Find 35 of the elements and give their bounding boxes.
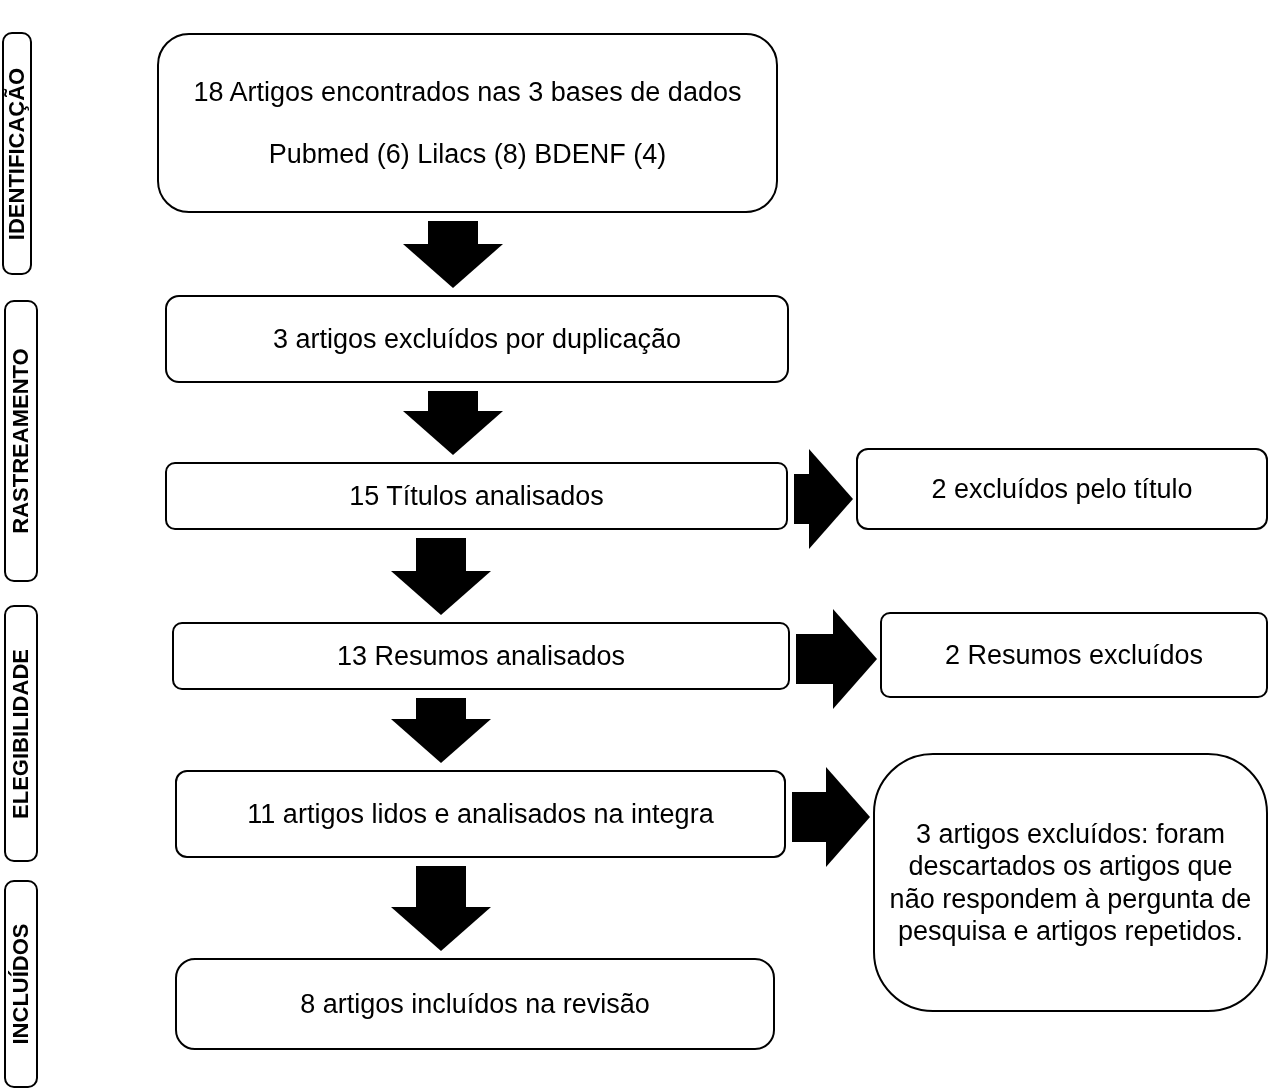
process-box	[873, 753, 1268, 1012]
box-text: ELEGIBILIDADE	[7, 648, 34, 819]
block-arrow	[794, 449, 853, 549]
process-box	[165, 295, 789, 383]
box-text: 18 Artigos encontrados nas 3 bases de dados	[193, 75, 742, 108]
block-arrow	[403, 391, 503, 455]
box-text: 15 Títulos analisados	[349, 479, 604, 513]
box-text: 13 Resumos analisados	[336, 639, 626, 673]
stage-label-box	[2, 32, 32, 275]
process-box	[157, 33, 778, 213]
block-arrow	[792, 767, 870, 867]
process-box	[880, 612, 1268, 698]
stage-label-box	[4, 300, 38, 582]
process-box	[172, 622, 790, 690]
block-arrow	[796, 609, 877, 709]
box-text: 3 artigos excluídos por duplicação	[272, 322, 682, 356]
box-text: 11 artigos lidos e analisados na integra	[247, 797, 714, 831]
box-text: RASTREAMENTO	[7, 348, 34, 534]
stage-label-box	[4, 880, 38, 1088]
box-text: IDENTIFICAÇÃO	[3, 67, 30, 240]
box-text: 2 Resumos excluídos	[944, 638, 1204, 672]
box-text: Pubmed (6) Lilacs (8) BDENF (4)	[268, 138, 667, 171]
block-arrow	[391, 538, 491, 615]
block-arrow	[391, 698, 491, 763]
stage-label-box	[4, 605, 38, 862]
box-text: 8 artigos incluídos na revisão	[300, 987, 650, 1021]
process-box	[856, 448, 1268, 530]
process-box	[165, 462, 788, 530]
block-arrow	[403, 221, 503, 288]
process-box	[175, 770, 786, 858]
block-arrow	[391, 866, 491, 951]
box-text: 2 excluídos pelo título	[931, 472, 1193, 506]
process-box	[175, 958, 775, 1050]
box-text: 3 artigos excluídos: foram descartados os artigos que não respondem à pergunta de pesquisa e artigos repetidos.	[888, 817, 1253, 948]
box-text: INCLUÍDOS	[7, 923, 34, 1045]
